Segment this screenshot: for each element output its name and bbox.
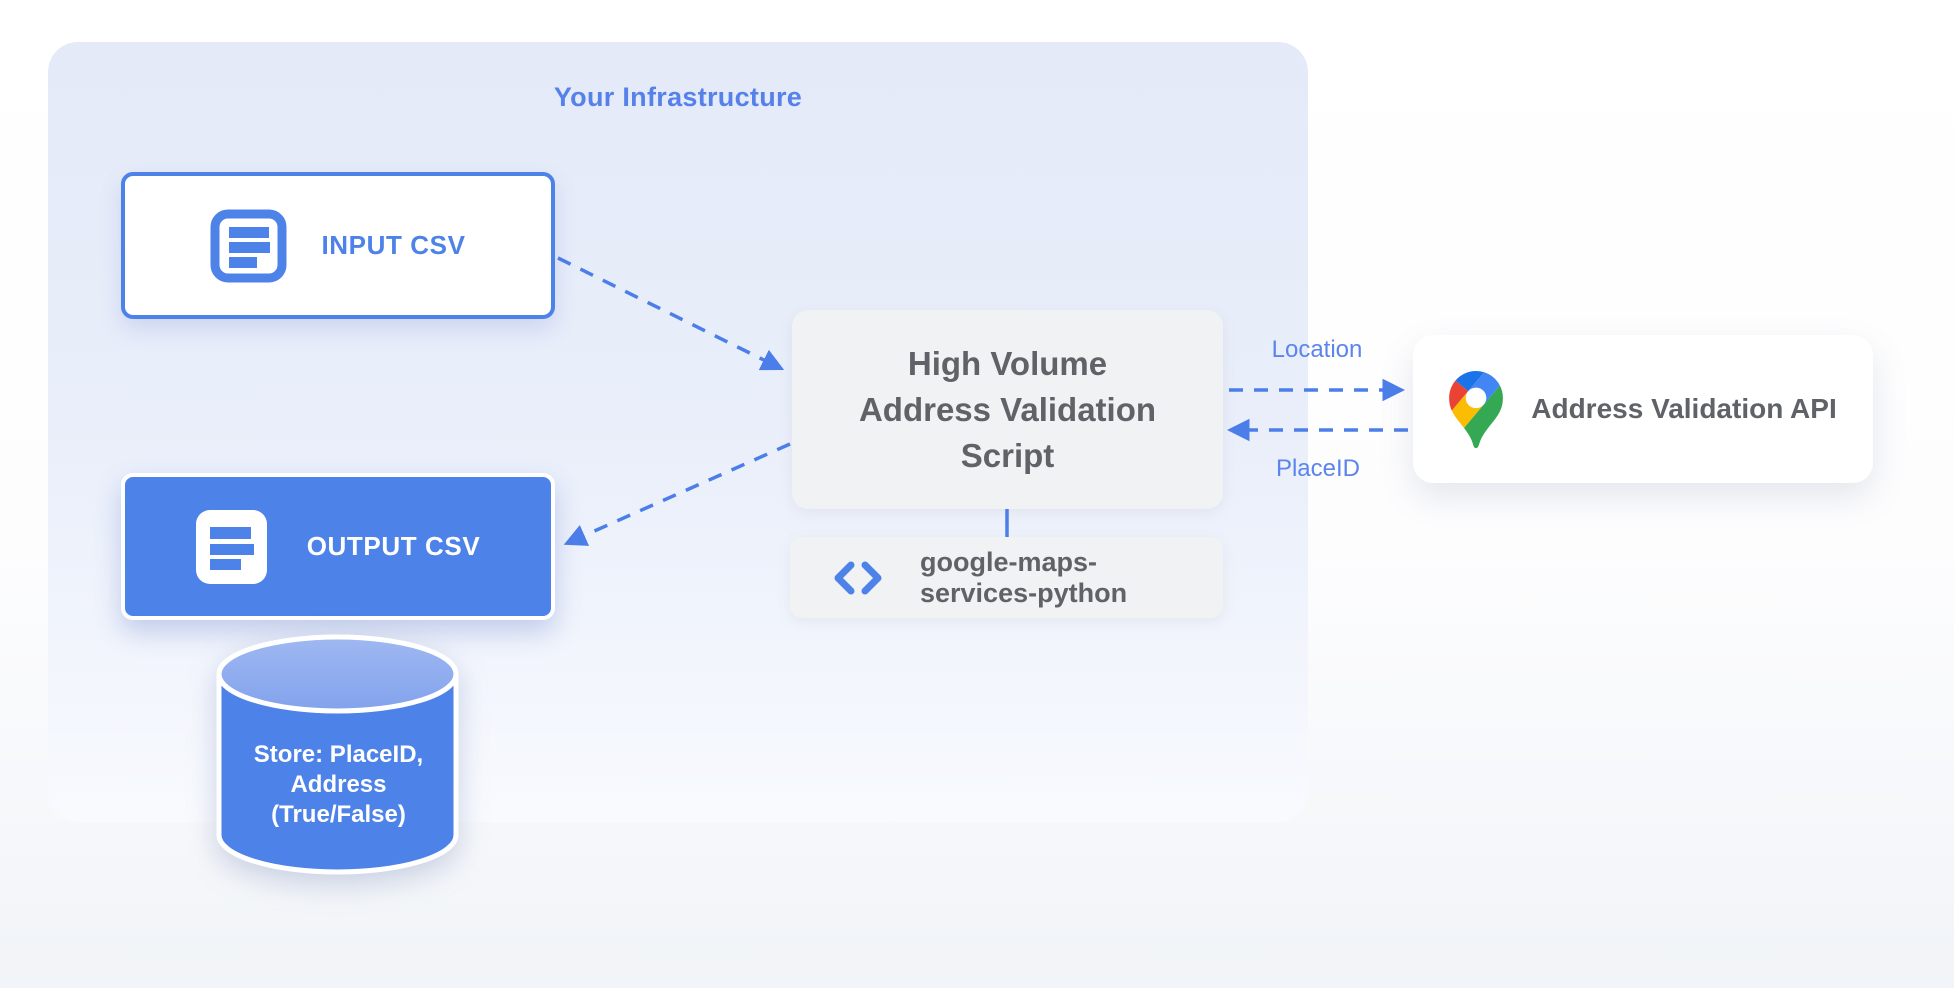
datastore-label: Store: PlaceID, Address (True/False) <box>220 740 457 830</box>
location-edge-label: Location <box>1271 336 1363 363</box>
datastore-line: Address <box>290 771 387 798</box>
google-maps-pin-icon <box>1449 370 1504 448</box>
library-label-line: services-python <box>920 577 1128 608</box>
library-node: google-maps- services-python <box>790 537 1223 618</box>
api-label: Address Validation API <box>1531 393 1837 424</box>
document-icon <box>210 209 287 283</box>
output-csv-node: OUTPUT CSV <box>121 473 555 620</box>
library-label-line: google-maps- <box>920 546 1098 577</box>
script-label-line: High Volume <box>907 344 1108 382</box>
code-icon <box>832 560 884 596</box>
datastore-line: (True/False) <box>271 801 406 828</box>
infrastructure-title: Your Infrastructure <box>553 82 803 112</box>
database-cylinder <box>214 632 461 883</box>
script-label-line: Script <box>960 436 1055 474</box>
output-csv-label: OUTPUT CSV <box>306 531 481 561</box>
document-icon <box>195 509 267 584</box>
placeid-edge-label: PlaceID <box>1275 455 1361 482</box>
library-label: google-maps- services-python <box>920 547 1127 609</box>
datastore-line: Store: PlaceID, <box>253 741 424 768</box>
api-node: Address Validation API <box>1413 335 1873 483</box>
input-csv-node: INPUT CSV <box>121 172 555 319</box>
script-label-line: Address Validation <box>858 390 1157 428</box>
input-csv-label: INPUT CSV <box>321 230 466 260</box>
script-node: High Volume Address Validation Script <box>792 310 1223 509</box>
